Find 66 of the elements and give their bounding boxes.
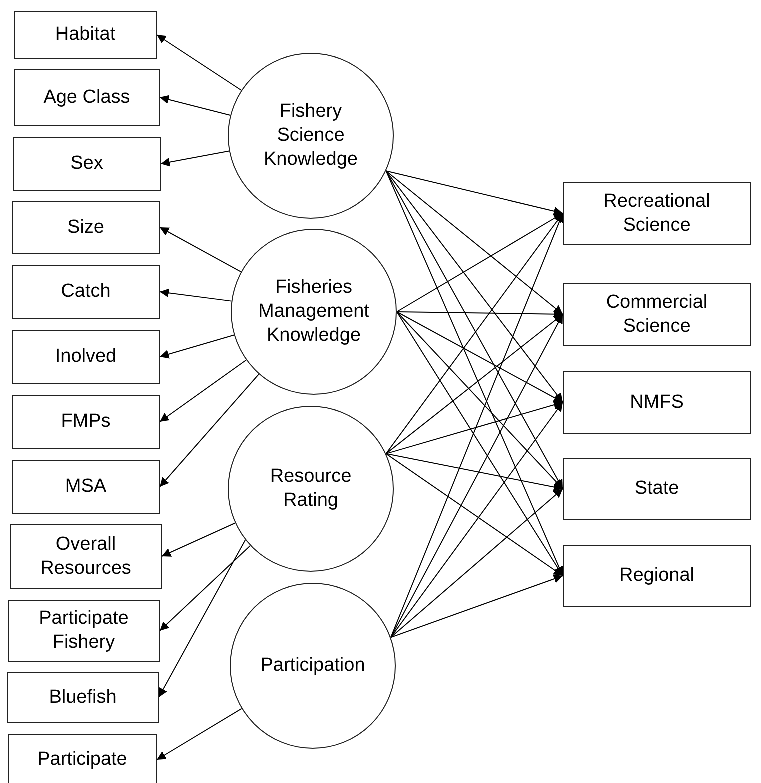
- node-label: State: [634, 477, 680, 501]
- indicator-box: [563, 371, 751, 434]
- arrow: [386, 170, 564, 490]
- arrow: [160, 95, 232, 116]
- arrow: [160, 288, 232, 302]
- indicator-box: [12, 395, 160, 449]
- node-label: FMPs: [61, 410, 111, 434]
- indicator-box: [12, 330, 160, 384]
- arrow: [156, 708, 242, 760]
- node-label: Sex: [70, 152, 104, 176]
- arrow: [160, 360, 247, 422]
- node-label: Commercial Science: [605, 290, 709, 338]
- indicator-box: [563, 545, 751, 607]
- indicator-box: [7, 672, 159, 723]
- arrow: [160, 374, 260, 488]
- arrow: [390, 314, 564, 638]
- arrow: [390, 574, 564, 638]
- indicator-box: [8, 600, 160, 662]
- indicator-box: [12, 460, 160, 514]
- arrow: [160, 150, 230, 167]
- arrow: [386, 170, 564, 403]
- node-label: Fisheries Management Knowledge: [258, 276, 370, 348]
- arrow: [386, 453, 564, 492]
- arrow: [160, 545, 252, 632]
- node-label: Age Class: [44, 86, 130, 110]
- indicator-box: [12, 201, 160, 254]
- node-label: Overall Resources: [40, 532, 132, 580]
- arrow: [160, 334, 235, 359]
- arrow: [160, 227, 242, 273]
- node-label: Catch: [61, 280, 111, 304]
- arrow: [386, 400, 564, 454]
- node-label: Recreational Science: [602, 190, 712, 238]
- node-label: Participate Fishery: [38, 607, 130, 655]
- indicator-box: [14, 69, 160, 126]
- node-label: MSA: [65, 475, 107, 499]
- arrow: [396, 213, 564, 312]
- node-label: Inolved: [55, 345, 117, 369]
- arrow: [390, 402, 564, 638]
- node-label: Participate: [38, 748, 128, 772]
- node-label: Regional: [620, 564, 694, 588]
- indicator-box: [13, 137, 161, 191]
- arrow: [396, 312, 564, 403]
- indicator-box: [563, 458, 751, 520]
- indicator-box: [563, 182, 751, 245]
- indicator-box: [8, 734, 157, 783]
- indicator-box: [14, 11, 157, 59]
- arrow: [396, 312, 564, 490]
- arrow: [386, 170, 564, 315]
- node-label: Habitat: [55, 23, 116, 47]
- arrow: [158, 540, 246, 698]
- node-label: Participation: [260, 654, 366, 678]
- arrow: [396, 310, 564, 319]
- arrow: [162, 522, 236, 557]
- node-label: Resource Rating: [269, 465, 353, 513]
- arrow: [386, 453, 564, 576]
- node-label: Bluefish: [49, 686, 117, 710]
- indicator-box: [12, 265, 160, 319]
- node-label: NMFS: [630, 390, 684, 414]
- node-label: Size: [68, 216, 104, 240]
- arrow: [386, 314, 564, 454]
- arrow: [386, 170, 564, 216]
- node-label: Fishery Science Knowledge: [262, 100, 360, 172]
- arrow: [390, 488, 564, 638]
- indicator-box: [10, 524, 162, 589]
- indicator-box: [563, 283, 751, 346]
- arrow: [156, 34, 242, 91]
